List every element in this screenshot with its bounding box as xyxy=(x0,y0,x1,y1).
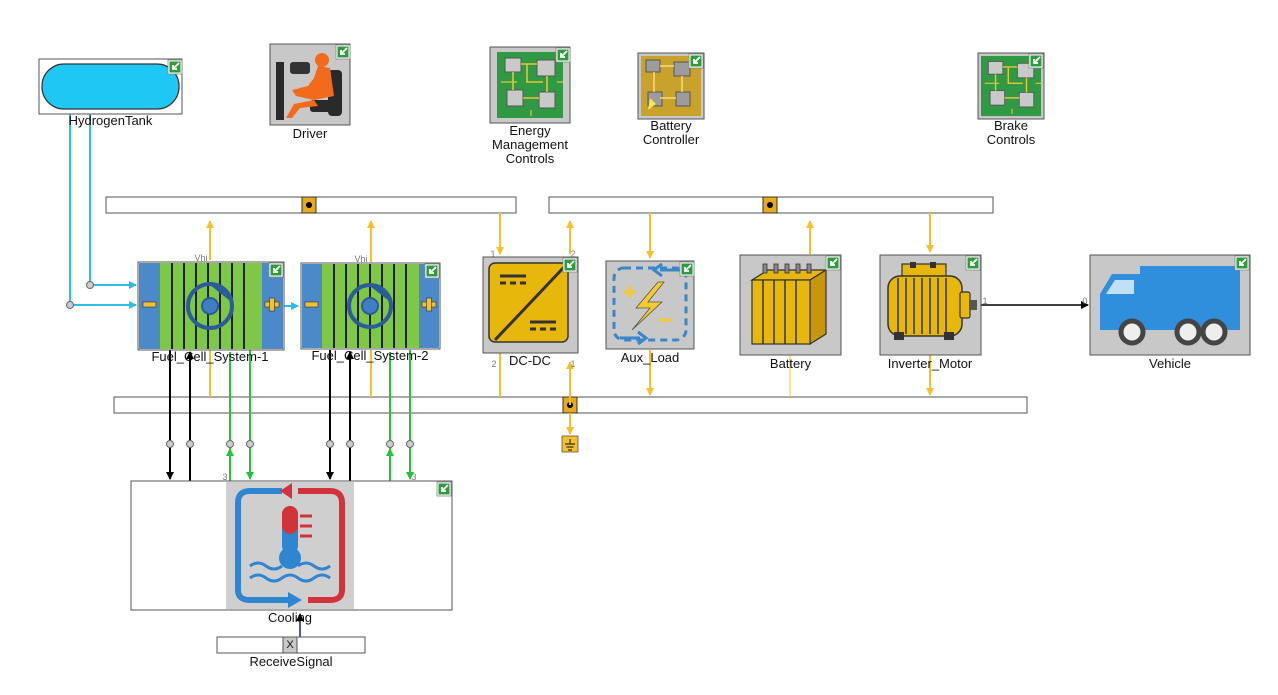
hydrogen-tank-block[interactable] xyxy=(38,58,183,115)
fuel-cell-stack-icon xyxy=(302,264,439,348)
fuel-cell-system-2-block[interactable] xyxy=(300,262,441,350)
battery-controller-label-line2: Controller xyxy=(642,132,700,147)
battery-controller-block[interactable] xyxy=(637,52,705,120)
brake-controls-block[interactable] xyxy=(977,52,1045,120)
energy-management-label-line3: Controls xyxy=(505,151,555,166)
ground-icon xyxy=(561,435,579,453)
port-label-cooling-right: 3 xyxy=(411,472,417,482)
expand-arrow-icon[interactable] xyxy=(965,255,981,271)
port-label-dcdc-bottom-right: 1 xyxy=(570,359,576,369)
brake-controls-label-line1: Brake xyxy=(994,118,1028,133)
expand-arrow-icon[interactable] xyxy=(167,59,183,75)
port-label-dcdc-bottom-left: 2 xyxy=(491,359,497,369)
port-label-vhi-2: Vhi xyxy=(354,254,368,264)
hydrogen-tank-label: HydrogenTank xyxy=(68,113,153,128)
port-label-motor-out: 1 xyxy=(982,296,988,306)
inverter-motor-label: Inverter_Motor xyxy=(887,356,973,371)
driver-block[interactable] xyxy=(269,43,351,126)
receive-signal-block[interactable] xyxy=(216,636,366,654)
port-label-vhi-1: Vhi xyxy=(194,253,208,263)
dcdc-block[interactable] xyxy=(482,256,579,354)
receive-signal-mark: X xyxy=(286,639,294,651)
circuit-board-icon xyxy=(496,51,564,119)
cooling-label: Cooling xyxy=(267,610,313,625)
port-label-cooling-left: 3 xyxy=(222,472,228,482)
expand-arrow-icon[interactable] xyxy=(268,262,284,278)
battery-pack-icon xyxy=(749,263,829,346)
fuel-cell-system-2-label: Fuel_Cell_System-2 xyxy=(311,348,429,363)
vehicle-block[interactable] xyxy=(1089,254,1251,356)
fuel-cell-system-1-block[interactable] xyxy=(137,261,285,351)
expand-arrow-icon[interactable] xyxy=(335,44,351,60)
seated-driver-icon xyxy=(276,53,342,120)
expand-arrow-icon[interactable] xyxy=(436,481,452,497)
fuel-cell-stack-icon xyxy=(139,263,283,349)
fuel-cell-system-1-label: Fuel_Cell_System-1 xyxy=(151,349,269,364)
electric-load-icon xyxy=(612,262,688,346)
expand-arrow-icon[interactable] xyxy=(1234,255,1250,271)
aux-load-label: Aux_Load xyxy=(620,350,680,365)
battery-label: Battery xyxy=(769,356,812,371)
expand-arrow-icon[interactable] xyxy=(825,255,841,271)
energy-management-label-line1: Energy xyxy=(509,123,551,138)
truck-icon xyxy=(1100,266,1240,346)
expand-arrow-icon[interactable] xyxy=(424,263,440,279)
brake-controls-label-line2: Controls xyxy=(986,132,1036,147)
dcdc-label: DC-DC xyxy=(509,353,551,368)
battery-controller-label-line1: Battery xyxy=(650,118,692,133)
expand-arrow-icon[interactable] xyxy=(679,261,695,277)
port-label-dcdc-top-left: 1 xyxy=(490,249,496,259)
aux-load-block[interactable] xyxy=(605,260,695,350)
expand-arrow-icon[interactable] xyxy=(688,53,704,69)
thermometer-coolant-icon xyxy=(226,482,354,609)
receive-signal-label: ReceiveSignal xyxy=(249,654,333,669)
port-label-vehicle-in: 0 xyxy=(1082,296,1088,306)
battery-block[interactable] xyxy=(739,254,842,356)
electric-motor-icon xyxy=(887,262,977,340)
expand-arrow-icon[interactable] xyxy=(1028,53,1044,69)
port-label-dcdc-top-right: 2 xyxy=(570,249,576,259)
vehicle-label: Vehicle xyxy=(1149,356,1191,371)
energy-management-block[interactable] xyxy=(489,46,571,124)
energy-management-label-line2: Management xyxy=(492,137,568,152)
cooling-block[interactable] xyxy=(130,480,453,611)
driver-label: Driver xyxy=(292,126,328,141)
inverter-motor-block[interactable] xyxy=(879,254,982,356)
tank-icon xyxy=(41,63,180,110)
expand-arrow-icon[interactable] xyxy=(555,47,571,63)
converter-icon xyxy=(488,262,569,343)
